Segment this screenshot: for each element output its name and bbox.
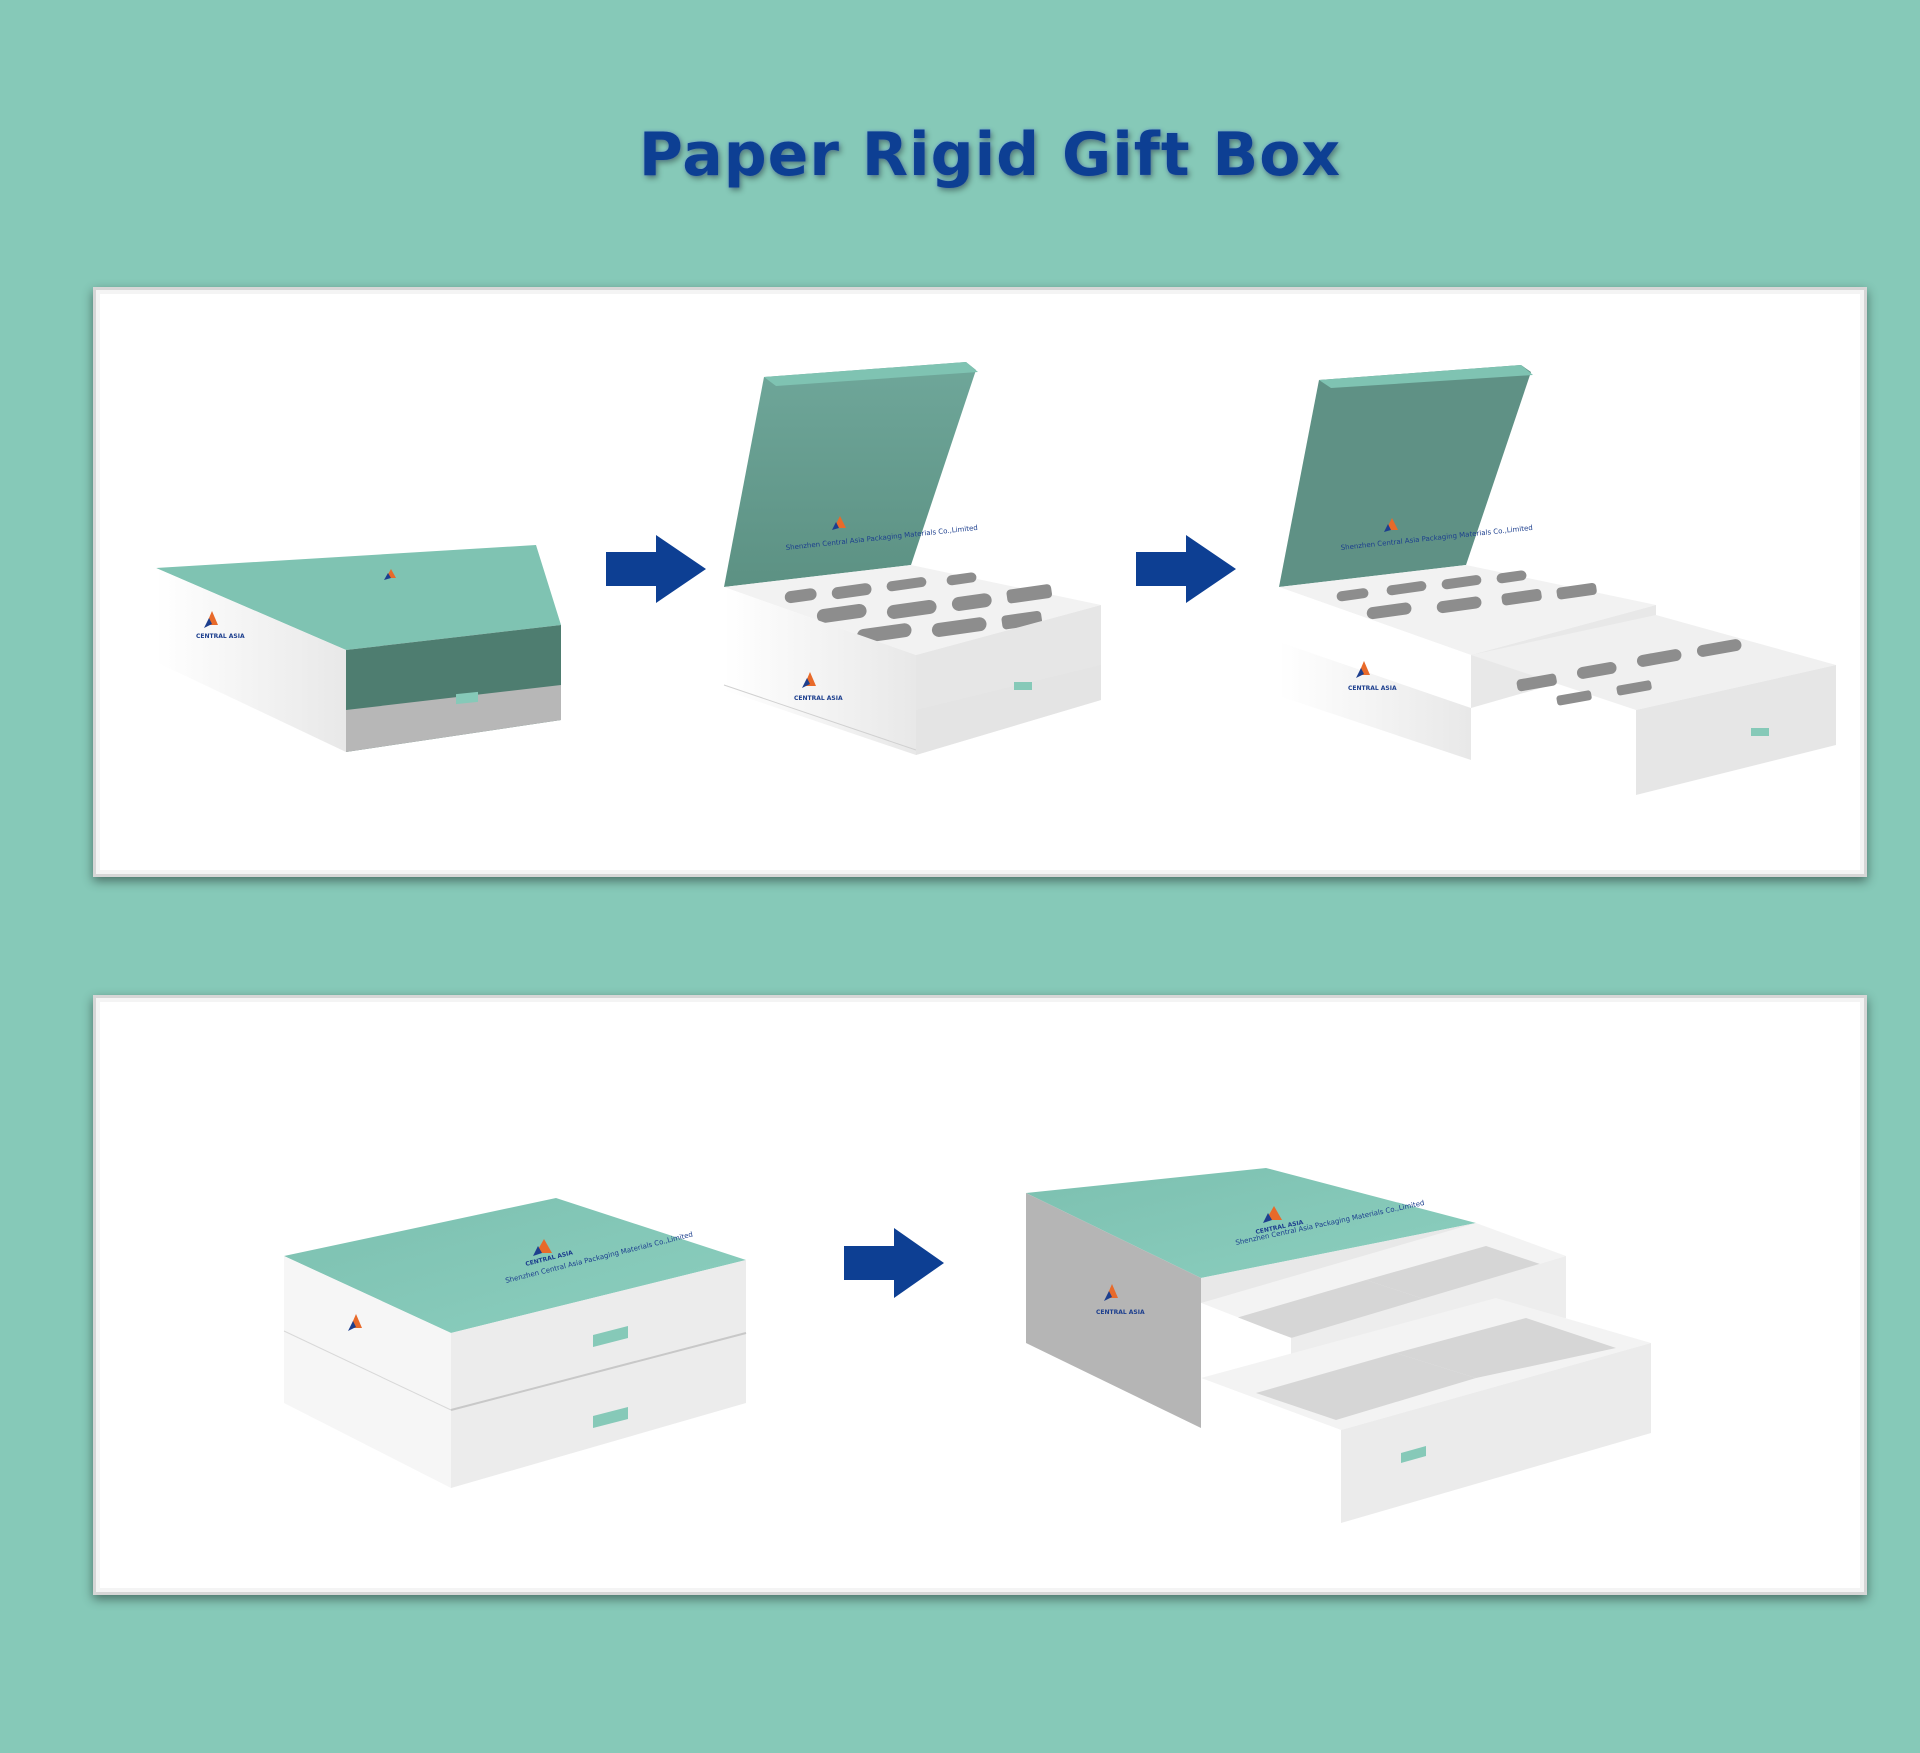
- logo-text: CENTRAL ASIA: [196, 633, 245, 640]
- panel-magnetic-box-sequence: CENTRAL ASIA Shenzhen Central Asia Packa…: [93, 287, 1867, 877]
- panel-drawer-box-sequence: Shenzhen Central Asia Packaging Material…: [93, 995, 1867, 1595]
- central-asia-logo-icon: [384, 569, 396, 580]
- central-asia-logo-icon: [1384, 518, 1398, 532]
- central-asia-logo-icon: [802, 672, 816, 688]
- open-drawer-box-with-compartments: Shenzhen Central Asia Packaging Material…: [1026, 1168, 1651, 1523]
- right-arrow-icon: [1136, 535, 1236, 603]
- central-asia-logo-icon: [348, 1314, 362, 1331]
- central-asia-logo-icon: [1263, 1206, 1282, 1223]
- panel-2-illustration: Shenzhen Central Asia Packaging Material…: [283, 1168, 1651, 1523]
- central-asia-logo-icon: [1104, 1284, 1118, 1301]
- closed-box: CENTRAL ASIA: [156, 545, 561, 752]
- open-box-with-insert: Shenzhen Central Asia Packaging Material…: [723, 362, 1101, 755]
- central-asia-logo-icon: [204, 611, 218, 628]
- central-asia-logo-icon: [1356, 661, 1370, 678]
- right-arrow-icon: [606, 535, 706, 603]
- logo-text: CENTRAL ASIA: [794, 695, 843, 702]
- page-title: Paper Rigid Gift Box: [638, 120, 1342, 190]
- logo-text: CENTRAL ASIA: [1096, 1309, 1145, 1316]
- logo-text: CENTRAL ASIA: [1348, 685, 1397, 692]
- central-asia-logo-icon: [533, 1239, 552, 1256]
- central-asia-logo-icon: [832, 516, 846, 530]
- right-arrow-icon: [844, 1228, 944, 1298]
- closed-drawer-box: Shenzhen Central Asia Packaging Material…: [283, 1198, 747, 1488]
- open-box-with-drawer-out: Shenzhen Central Asia Packaging Material…: [1279, 365, 1836, 795]
- panel-1-illustration: CENTRAL ASIA Shenzhen Central Asia Packa…: [156, 362, 1836, 795]
